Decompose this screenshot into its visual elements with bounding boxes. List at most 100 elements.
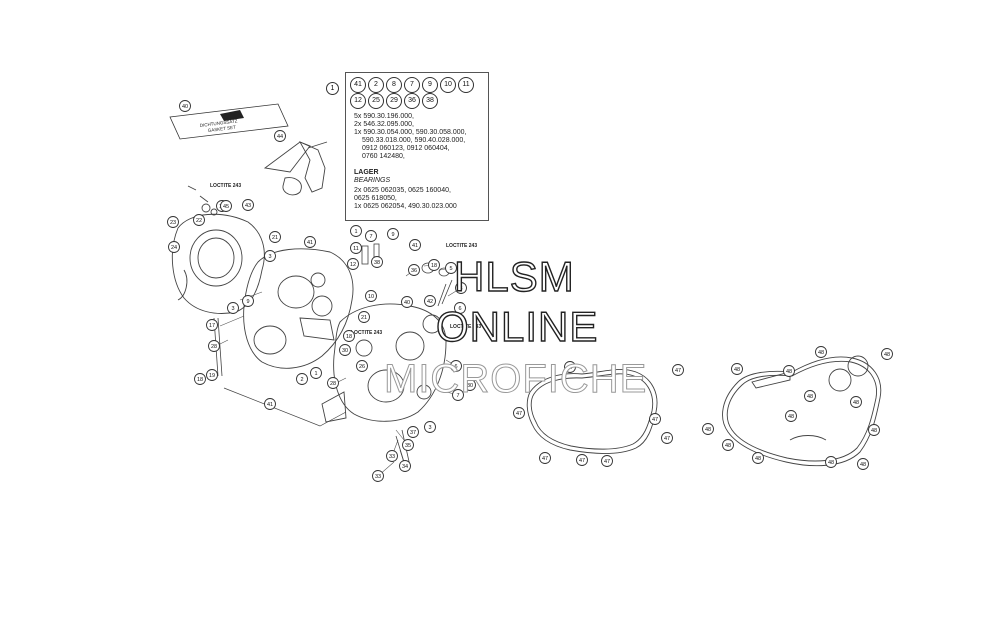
callout-circle xyxy=(168,241,180,253)
legend-part-number: 12 xyxy=(350,93,366,109)
part-callout: 33 xyxy=(386,450,398,462)
callout-number: 48 xyxy=(705,427,711,433)
part-callout: 10 xyxy=(365,290,377,302)
part-callout: 18 xyxy=(343,330,355,342)
assembly-bracket xyxy=(223,387,347,427)
part-callout: 48 xyxy=(850,396,862,408)
callout-number: 43 xyxy=(245,203,251,209)
callout-number: 48 xyxy=(860,462,866,468)
callout-circle xyxy=(850,396,862,408)
callout-number: 3 xyxy=(268,254,271,260)
part-callout: 22 xyxy=(193,214,205,226)
callout-circle xyxy=(274,130,286,142)
callout-circle xyxy=(513,407,525,419)
part-callout: 28 xyxy=(327,377,339,389)
callout-circle xyxy=(206,319,218,331)
part-callout: 40 xyxy=(179,100,191,112)
callout-circle xyxy=(722,439,734,451)
gasket-set-line1: DICHTUNGSSATZ xyxy=(200,118,238,128)
callout-circle xyxy=(350,225,362,237)
callout-circle xyxy=(296,373,308,385)
callout-number: 48 xyxy=(871,428,877,434)
callout-circle xyxy=(365,290,377,302)
part-callout: 8 xyxy=(455,282,467,294)
part-callout: 47 xyxy=(576,454,588,466)
callout-circle xyxy=(371,256,383,268)
legend-line: 5x 590.30.196.000, xyxy=(354,113,414,120)
part-callout: 48 xyxy=(702,423,714,435)
callout-number: 48 xyxy=(853,400,859,406)
callout-number: 2 xyxy=(300,377,303,383)
callout-number: 48 xyxy=(755,456,761,462)
part-callout: 21 xyxy=(358,311,370,323)
callout-number: 44 xyxy=(277,134,283,140)
legend-line: 0760 142480, xyxy=(362,153,405,160)
part-callout: 47 xyxy=(564,361,576,373)
loctite-label: LOCTITE 243 xyxy=(446,243,477,249)
callout-circle xyxy=(402,439,414,451)
callout-number: 19 xyxy=(209,373,215,379)
legend-line: 2x 0625 062035, 0625 160040, xyxy=(354,187,451,194)
legend-part-number: 36 xyxy=(404,93,420,109)
callout-number: 1 xyxy=(314,371,317,377)
gasket-48 xyxy=(722,355,882,467)
left-crankcase-half xyxy=(243,248,354,369)
callout-number: 41 xyxy=(412,243,418,249)
legend-part-number: 9 xyxy=(422,77,438,93)
callout-number: 47 xyxy=(567,365,573,371)
loctite-label: LOCTITE 243 xyxy=(351,330,382,336)
part-callout: 48 xyxy=(731,363,743,375)
part-callout: 23 xyxy=(167,216,179,228)
callout-number: 47 xyxy=(579,458,585,464)
callout-number: 23 xyxy=(170,220,176,226)
legend-line: 0912 060123, 0912 060404, xyxy=(362,145,450,152)
callout-circle xyxy=(702,423,714,435)
legend-line: 1x 590.30.054.000, 590.30.058.000, xyxy=(354,129,467,136)
callout-circle xyxy=(206,369,218,381)
legend-line: 590.33.018.000, 590.40.028.000, xyxy=(362,137,466,144)
callout-number: 34 xyxy=(402,464,408,470)
watermark-line3: MICROFICHE xyxy=(383,357,648,402)
callout-number: 28 xyxy=(330,381,336,387)
legend-part-number: 25 xyxy=(368,93,384,109)
callout-circle xyxy=(372,470,384,482)
part-callout: 6 xyxy=(450,360,462,372)
callout-circle xyxy=(269,231,281,243)
callout-number: 28 xyxy=(211,344,217,350)
callout-number: 41 xyxy=(267,402,273,408)
part-callout: 48 xyxy=(857,458,869,470)
part-callout: 48 xyxy=(785,410,797,422)
callout-circle xyxy=(264,398,276,410)
callout-circle xyxy=(227,302,239,314)
callout-number: 45 xyxy=(223,204,229,210)
part-callout: 38 xyxy=(371,256,383,268)
callout-number: 7 xyxy=(456,393,459,399)
callout-number: 24 xyxy=(171,245,177,251)
callout-number: 47 xyxy=(542,456,548,462)
callout-number: 41 xyxy=(307,240,313,246)
part-callout: 43 xyxy=(242,199,254,211)
part-callout: 41 xyxy=(264,398,276,410)
part-callout: 1 xyxy=(310,367,322,379)
legend-line: LAGER xyxy=(354,169,379,176)
part-callout: 7 xyxy=(452,389,464,401)
callout-number: 30 xyxy=(342,348,348,354)
callout-number: 18 xyxy=(431,263,437,269)
callout-circle xyxy=(752,452,764,464)
callout-circle xyxy=(387,228,399,240)
callout-number: 40 xyxy=(182,104,188,110)
callout-circle xyxy=(649,413,661,425)
callout-number: 48 xyxy=(884,352,890,358)
gasket-set-card: DICHTUNGSSATZ GASKET SET xyxy=(169,103,289,140)
callout-number: 35 xyxy=(405,443,411,449)
loctite-label: LOCTITE 243 xyxy=(450,324,481,330)
part-callout: 34 xyxy=(399,460,411,472)
callout-number: 40 xyxy=(404,300,410,306)
part-callout: 41 xyxy=(304,236,316,248)
callout-circle xyxy=(208,340,220,352)
part-callout: 48 xyxy=(783,365,795,377)
legend-part-number: 38 xyxy=(422,93,438,109)
part-callout: 3 xyxy=(227,302,239,314)
